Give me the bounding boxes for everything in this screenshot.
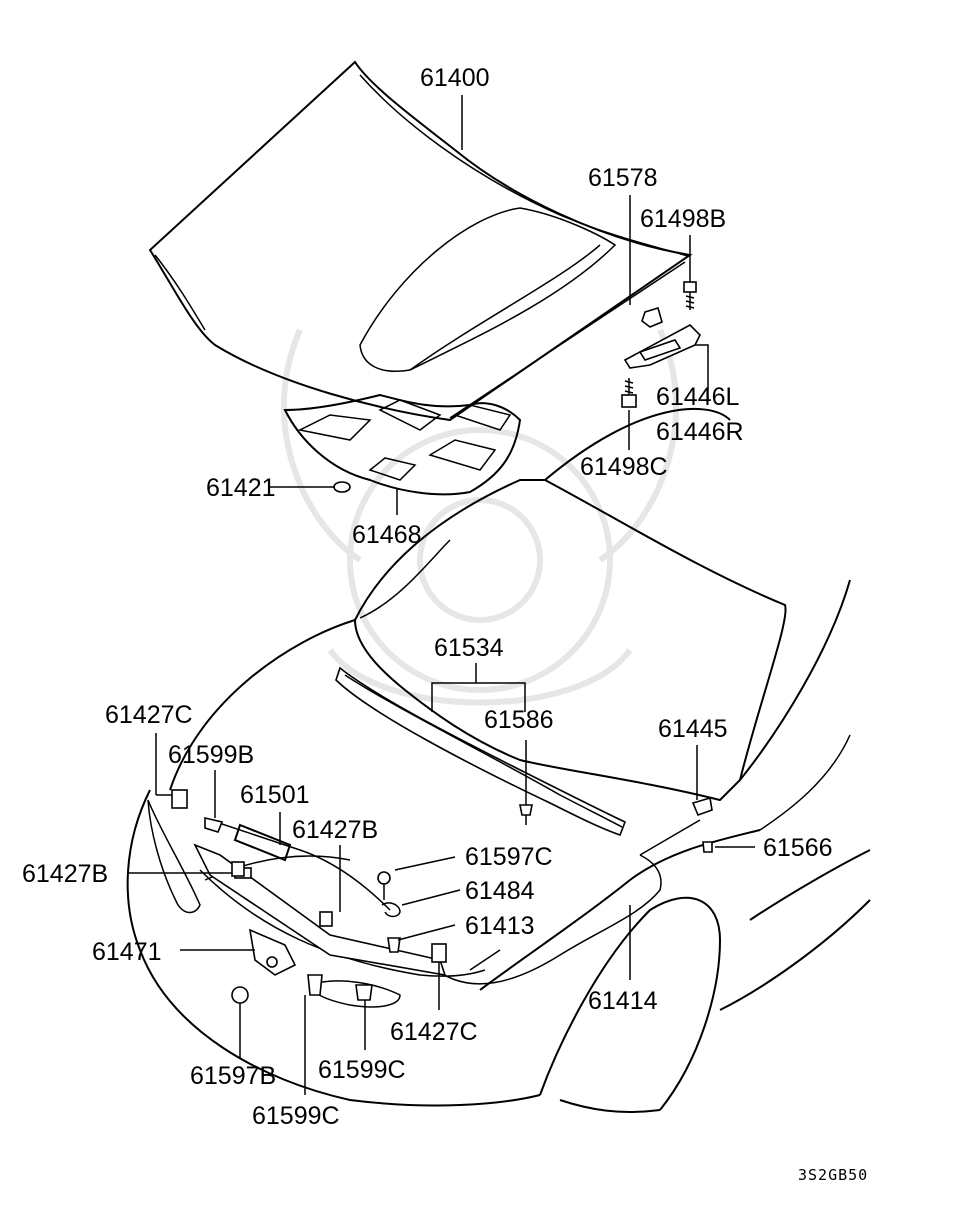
bumper-stop-left [231,861,245,877]
bumper-stop-top [171,789,188,809]
label-61534: 61534 [434,634,504,662]
label-61427b-left: 61427B [22,860,108,888]
label-61599c-low: 61599C [252,1102,340,1130]
cable-clamp [381,902,401,918]
release-handle-clip [387,937,401,953]
diagram-code: 3S2GB50 [798,1166,868,1184]
release-cable [209,819,701,985]
clip-lower-mid [355,984,373,1001]
bumper-stop-bottom [431,943,447,963]
label-61400: 61400 [420,64,490,92]
label-61599c-mid: 61599C [318,1056,406,1084]
leader-lines [128,95,755,1095]
label-61498c: 61498C [580,453,668,481]
label-61446l: 61446L [656,383,740,411]
lock-bolt [377,871,391,900]
label-61421: 61421 [206,474,276,502]
cable-clip-upper [204,816,224,833]
hinge-bolt-lower [621,378,637,408]
weatherstrip-clip [519,804,533,825]
hood-panel [148,60,693,422]
hood-lock [248,928,297,976]
label-61427c-bottom: 61427C [390,1018,478,1046]
lock-bolt-lower [231,986,249,1004]
label-61586: 61586 [484,706,554,734]
label-61414: 61414 [588,987,658,1015]
insulator-clip [333,481,351,493]
label-61445: 61445 [658,715,728,743]
vehicle-body [126,407,871,1113]
label-61597b: 61597B [190,1062,276,1090]
label-61427b-right: 61427B [292,816,378,844]
label-61413: 61413 [465,912,535,940]
label-61498b: 61498B [640,205,726,233]
label-61599b: 61599B [168,741,254,769]
clip-lower-left [307,974,323,996]
label-61566: 61566 [763,834,833,862]
label-61446r: 61446R [656,418,744,446]
hood-weatherstrip [335,666,627,837]
hood-latch-release [691,796,713,817]
hinge-nut [641,306,663,328]
label-61578: 61578 [588,164,658,192]
label-61597c: 61597C [465,843,553,871]
label-61427c-top: 61427C [105,701,193,729]
label-61471: 61471 [92,938,162,966]
bumper-stop-mid [319,911,333,927]
label-61468: 61468 [352,521,422,549]
side-clip [702,841,713,853]
hood-insulator [283,393,522,496]
hinge-bolt-top [683,281,697,310]
label-61501: 61501 [240,781,310,809]
label-61484: 61484 [465,877,535,905]
hood-hinge [623,324,701,369]
